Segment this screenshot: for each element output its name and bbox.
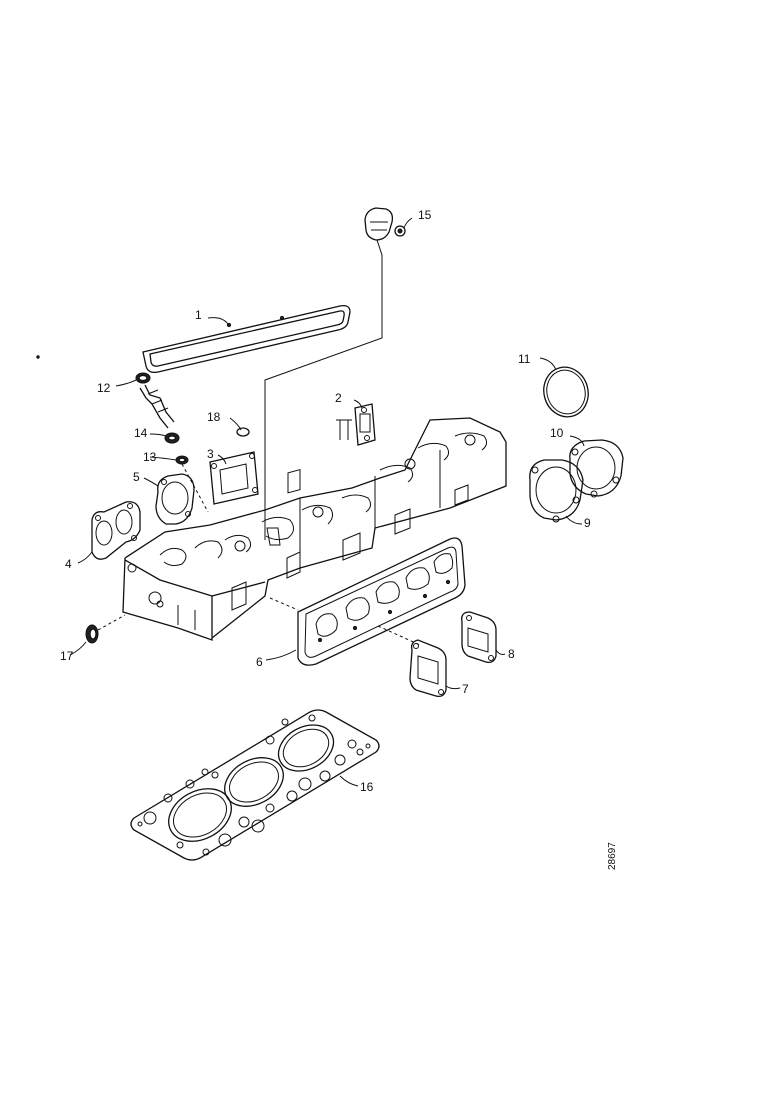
callout-12: 12	[97, 381, 111, 395]
callout-5: 5	[133, 470, 140, 484]
callout-1: 1	[195, 308, 202, 322]
thermostat-housing-gasket	[209, 451, 259, 505]
callout-4: 4	[65, 557, 72, 571]
sealing-ring-18	[236, 427, 250, 437]
callout-6: 6	[256, 655, 263, 669]
stray-mark	[36, 355, 40, 359]
water-outlet-gasket	[155, 473, 195, 525]
valve-cover-gasket	[142, 304, 351, 374]
round-flange-gasket-9	[529, 459, 584, 523]
drawing-number: 28697	[607, 842, 618, 870]
oil-filler-cap	[364, 207, 406, 241]
intake-manifold-gasket	[269, 537, 466, 666]
callout-17: 17	[60, 649, 74, 663]
exhaust-flange-gasket-8	[461, 611, 497, 664]
callout-18: 18	[207, 410, 221, 424]
callout-2: 2	[335, 391, 342, 405]
callout-11: 11	[518, 352, 531, 366]
end-flange-gasket	[91, 501, 141, 560]
callout-labels: 1 2 3 4 5 6 7 8 9 10 11 12 13 14 15 16 1…	[60, 208, 591, 794]
injector-assembly	[135, 372, 209, 513]
sealing-ring-17	[85, 614, 126, 644]
small-flange-gasket	[354, 403, 376, 446]
o-ring	[543, 366, 589, 418]
exhaust-flange-gasket-7	[409, 639, 447, 698]
callout-13: 13	[143, 450, 157, 464]
oil-cap-leader-line	[264, 239, 383, 540]
callout-16: 16	[360, 780, 374, 794]
callout-8: 8	[508, 647, 515, 661]
callout-14: 14	[134, 426, 148, 440]
callout-9: 9	[584, 516, 591, 530]
callout-10: 10	[550, 426, 564, 440]
callout-3: 3	[207, 447, 214, 461]
cylinder-head-gasket	[130, 709, 380, 861]
callout-15: 15	[418, 208, 432, 222]
round-flange-gasket-10	[569, 439, 624, 498]
cylinder-head-block	[122, 417, 507, 641]
callout-leaders	[69, 217, 585, 787]
callout-7: 7	[462, 682, 469, 696]
